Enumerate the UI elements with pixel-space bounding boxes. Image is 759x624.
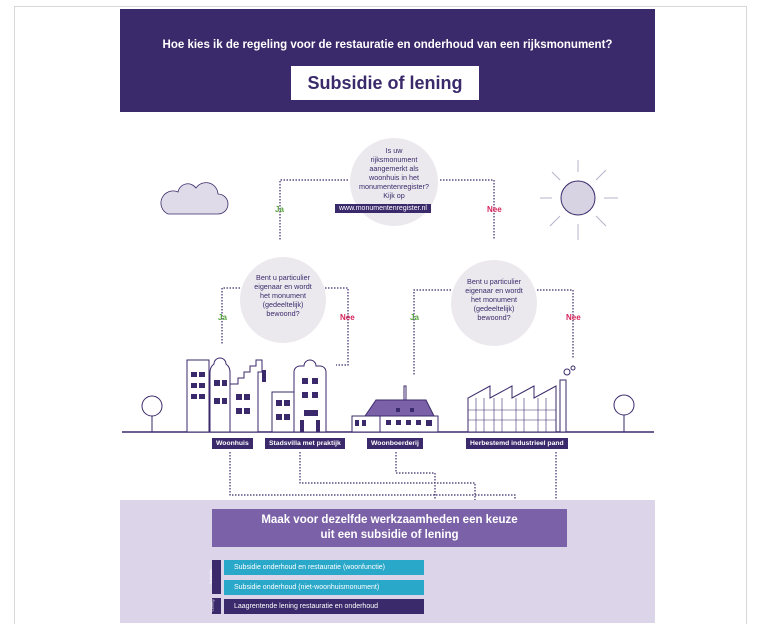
row-tag-lening: Lening — [209, 598, 221, 614]
answer-nee-top: Nee — [487, 205, 502, 214]
top-bubble-line: woonhuis in het — [369, 173, 419, 182]
left-bubble-line: eigenaar en wordt — [254, 282, 312, 291]
top-bubble-line: aangemerkt als — [369, 164, 419, 173]
cloud-icon — [160, 182, 229, 215]
flow-connectors — [221, 179, 574, 510]
right-bubble-line: eigenaar en wordt — [465, 286, 523, 295]
option-row: Subsidie onderhoud (niet-woonhuismonumen… — [224, 580, 424, 595]
left-question-bubble — [240, 257, 326, 343]
label-woonhuis: Woonhuis — [212, 438, 253, 449]
woonhuis-building — [186, 357, 266, 433]
right-bubble-line: Bent u particulier — [467, 277, 521, 286]
header-question: Hoe kies ik de regeling voor de restaura… — [162, 39, 613, 51]
top-bubble-text: Is uw rijksmonument aangemerkt als woonh… — [350, 146, 438, 200]
right-bubble-line: (gedeeltelijk) — [473, 304, 515, 313]
row-tag-text: Subsidie — [208, 568, 214, 585]
option-row: Laagrentende lening restauratie en onder… — [224, 599, 424, 614]
label-stadsvilla: Stadsvilla met praktijk — [265, 438, 345, 449]
row-tag-subsidie: Subsidie — [208, 560, 221, 594]
right-question-bubble — [451, 260, 537, 346]
answer-ja-top: Ja — [275, 205, 284, 214]
choice-line: Maak voor dezelfde werkzaamheden een keu… — [261, 514, 518, 526]
top-bubble-line: Kijk op — [383, 191, 405, 200]
tree-right-icon — [613, 394, 635, 432]
label-woonboerderij: Woonboerderij — [367, 438, 423, 449]
top-bubble-line: Is uw — [385, 146, 403, 155]
industrieel-building — [467, 365, 576, 433]
answer-nee-right: Nee — [566, 313, 581, 322]
answer-nee-left: Nee — [340, 313, 355, 322]
page-title: Subsidie of lening — [291, 66, 479, 100]
answer-ja-left: Ja — [218, 313, 227, 322]
left-bubble-line: (gedeeltelijk) — [262, 300, 304, 309]
tree-left-icon — [141, 395, 163, 432]
choice-heading: Maak voor dezelfde werkzaamheden een keu… — [212, 509, 567, 547]
right-bubble-line: het monument — [471, 295, 517, 304]
option-row: Subsidie onderhoud en restauratie (woonf… — [224, 560, 424, 575]
left-bubble-line: Bent u particulier — [256, 273, 310, 282]
top-bubble-line: monumentenregister? — [359, 182, 429, 191]
top-bubble-line: rijksmonument — [370, 155, 418, 164]
right-bubble-text: Bent u particulier eigenaar en wordt het… — [454, 277, 534, 322]
woonboerderij-building — [351, 385, 439, 433]
page-frame — [14, 6, 747, 624]
answer-ja-right: Ja — [410, 313, 419, 322]
right-bubble-line: bewoond? — [477, 313, 511, 322]
left-bubble-text: Bent u particulier eigenaar en wordt het… — [243, 273, 323, 318]
left-bubble-line: het monument — [260, 291, 306, 300]
choice-line: uit een subsidie of lening — [320, 529, 459, 541]
left-bubble-line: bewoond? — [266, 309, 300, 318]
stadsvilla-building — [271, 359, 327, 433]
label-industrieel: Herbestemd industrieel pand — [466, 438, 568, 449]
register-link[interactable]: www.monumentenregister.nl — [335, 204, 431, 213]
row-tag-text: Lening — [209, 599, 215, 612]
header-banner: Hoe kies ik de regeling voor de restaura… — [120, 9, 655, 112]
sun-icon — [540, 160, 618, 240]
